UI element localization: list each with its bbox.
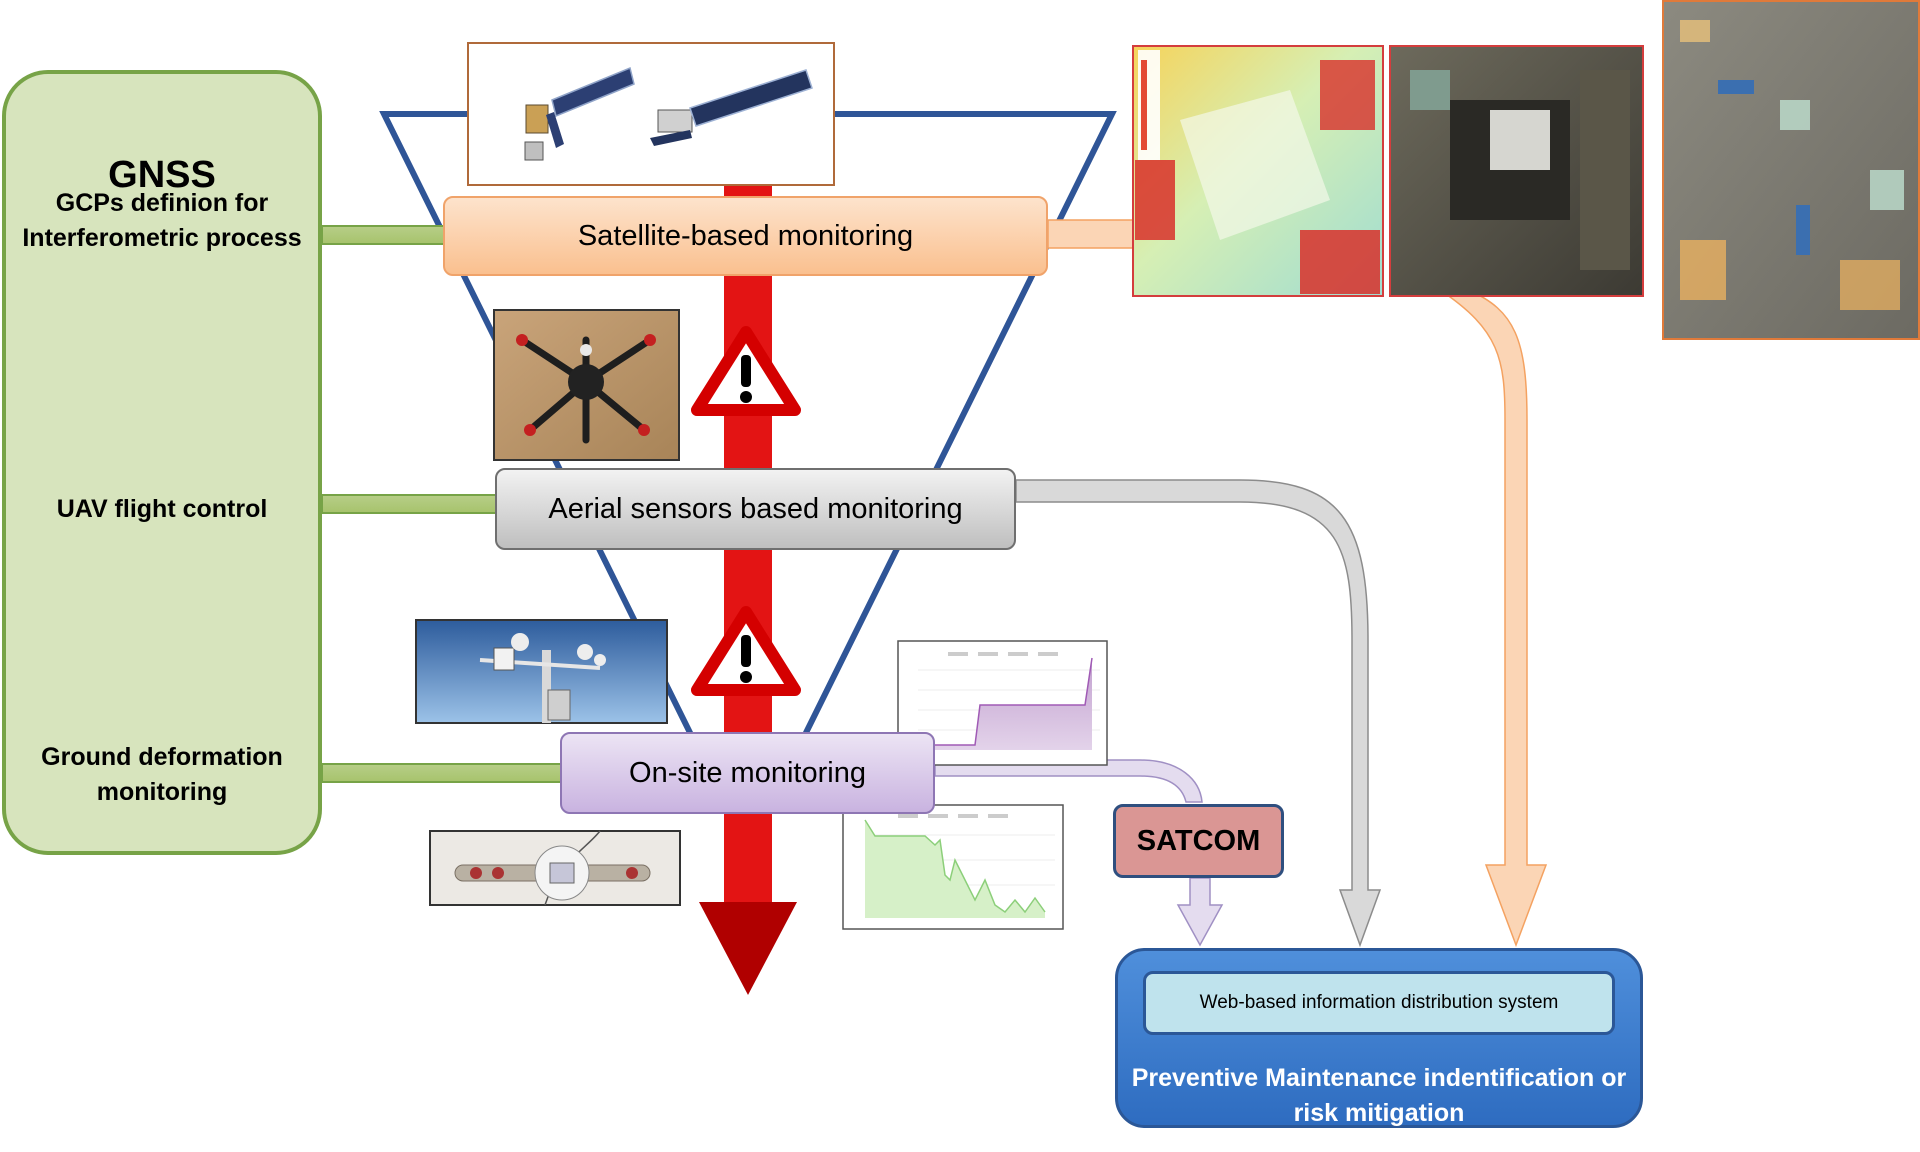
- onsite-monitoring-box: On-site monitoring: [560, 732, 935, 814]
- web-system-inner: Web-based information distribution syste…: [1143, 971, 1615, 1035]
- sensor-chart-2: [842, 804, 1064, 930]
- warning-icon: [691, 326, 801, 416]
- satellite-icon: [650, 69, 813, 146]
- drone-image: [493, 309, 680, 461]
- web-system-title: Preventive Maintenance indentification o…: [1131, 1064, 1627, 1127]
- gnss-item-uav: UAV flight control: [56, 495, 268, 523]
- aerial-orthophoto: [1389, 45, 1644, 297]
- interferometry-heatmap: [1132, 45, 1384, 297]
- deformation-map: [1662, 0, 1920, 340]
- gnss-panel: GNSS GCPs definion for Interferometric p…: [2, 70, 322, 855]
- onsite-monitoring-label: On-site monitoring: [629, 756, 866, 789]
- satcom-box: SATCOM: [1113, 804, 1284, 878]
- weather-station-icon: [479, 633, 606, 723]
- satcom-label: SATCOM: [1136, 824, 1261, 857]
- aerial-monitoring-box: Aerial sensors based monitoring: [495, 468, 1016, 550]
- crack-monitor-image: [429, 830, 681, 906]
- red-down-arrow: [699, 182, 797, 995]
- onsite-flow-arrow: [934, 759, 1224, 947]
- satellite-icon: [524, 66, 635, 161]
- weather-station-image: [415, 619, 668, 724]
- warning-icon: [691, 606, 801, 696]
- crack-monitor-icon: [454, 845, 651, 901]
- satellite-flow-arrow: [1047, 219, 1548, 948]
- satellite-image: [467, 42, 835, 186]
- aerial-monitoring-label: Aerial sensors based monitoring: [548, 492, 963, 525]
- satellite-monitoring-box: Satellite-based monitoring: [443, 196, 1048, 276]
- satellite-monitoring-label: Satellite-based monitoring: [577, 219, 914, 252]
- gnss-title: GNSS: [108, 154, 216, 196]
- gnss-item-gcps: GCPs definion for Interferometric proces…: [22, 189, 302, 252]
- gnss-item-ground: Ground deformation monitoring: [41, 743, 283, 806]
- gnss-arrow-onsite: [321, 750, 600, 796]
- aerial-flow-arrow: [1015, 479, 1382, 948]
- web-system-box: Web-based information distribution syste…: [1115, 948, 1643, 1128]
